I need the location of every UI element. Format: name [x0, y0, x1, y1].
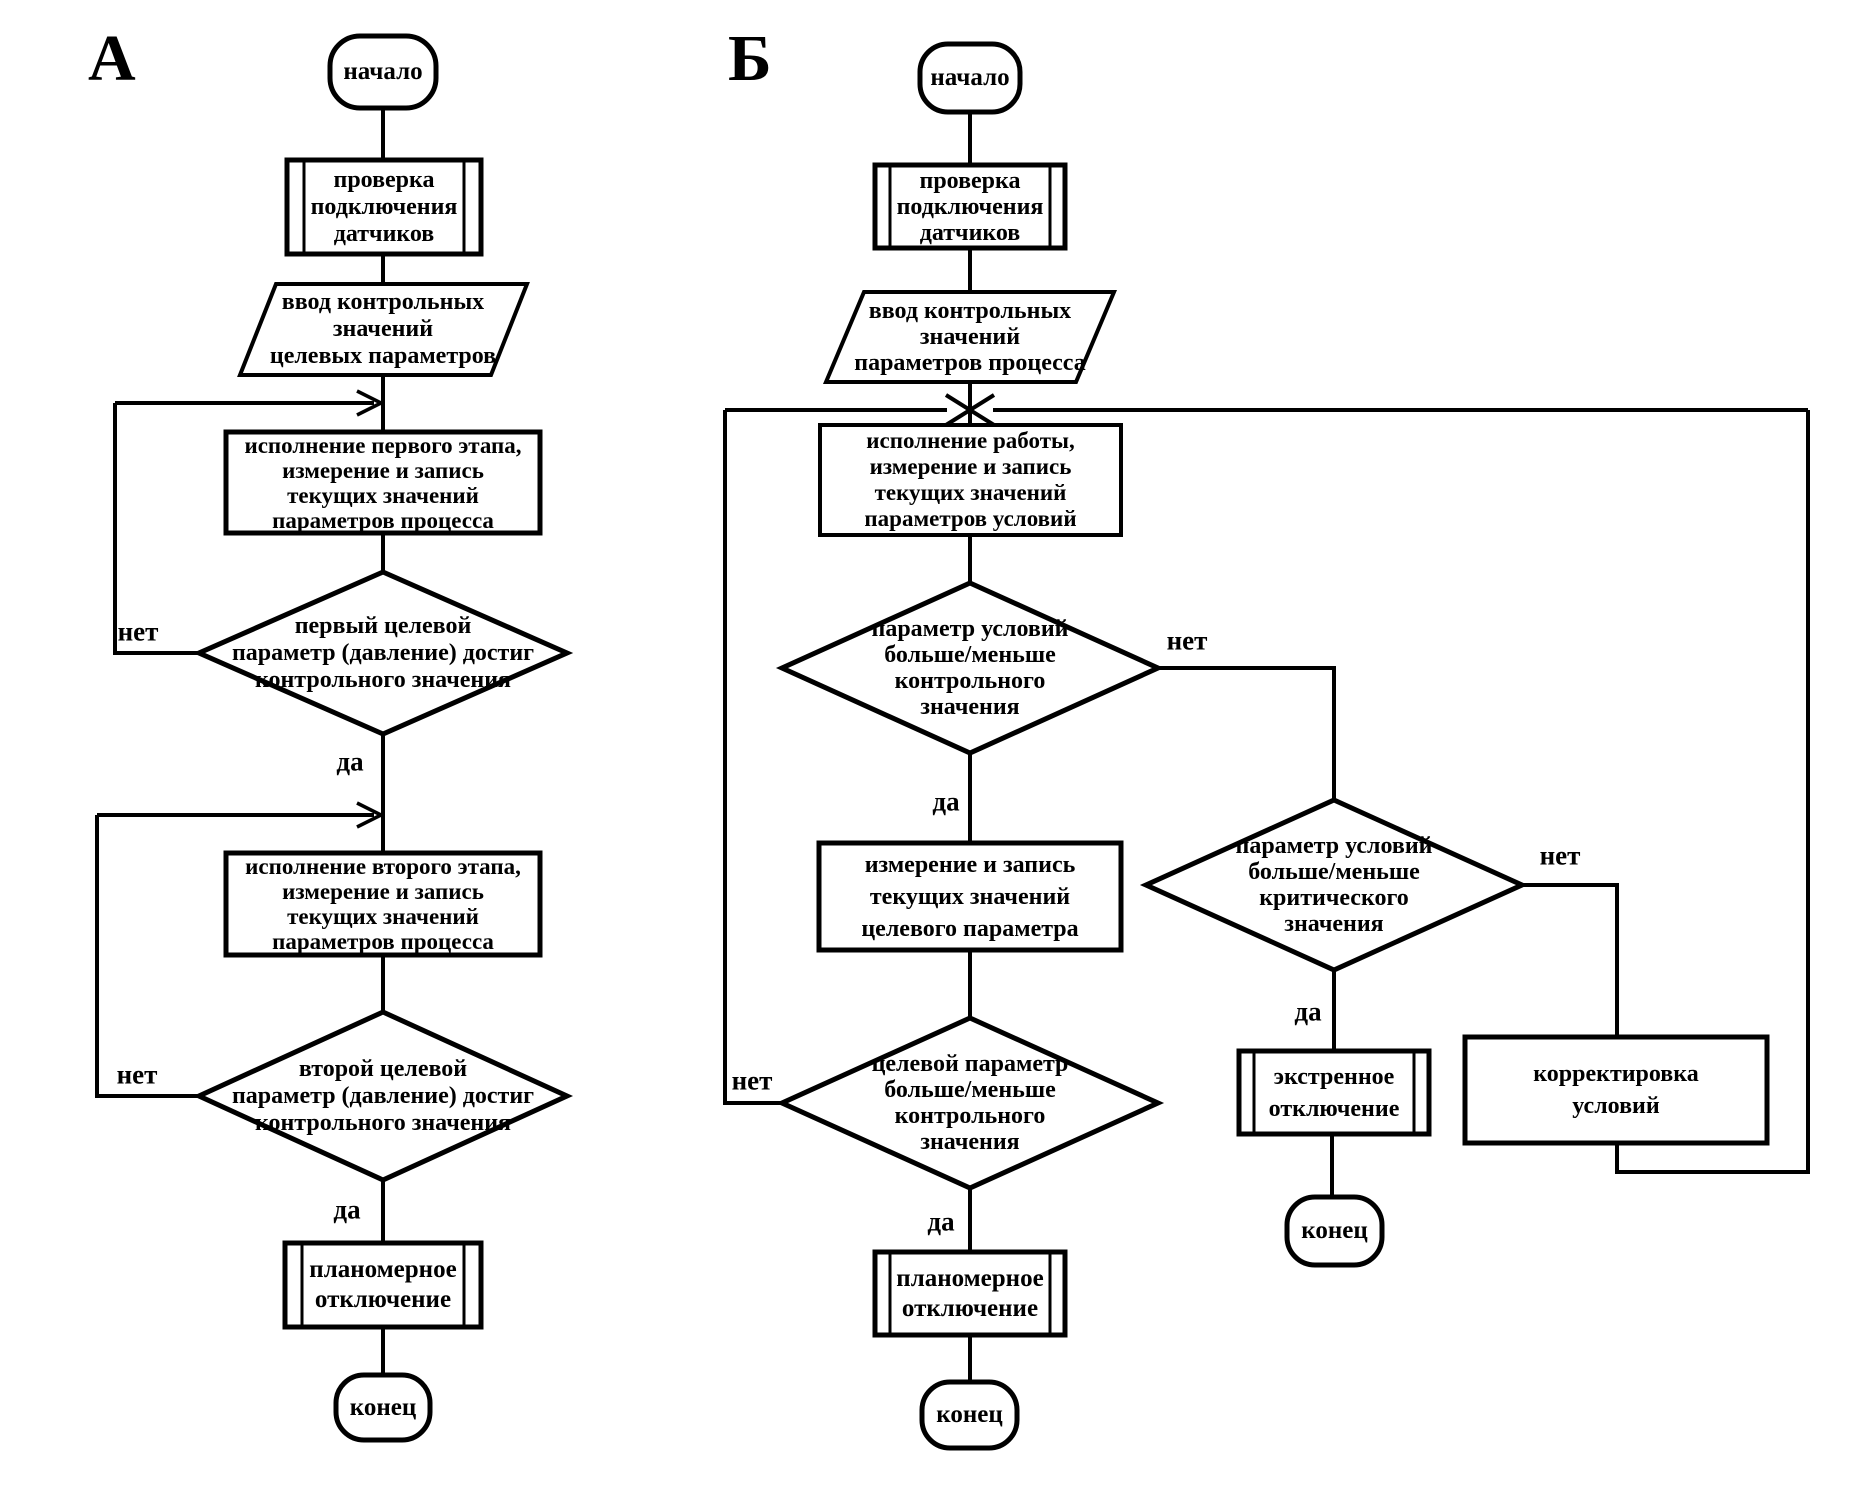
decision-control-b-shape: [775, 580, 1165, 756]
panel-a-letter: А: [88, 22, 136, 95]
io-input-values-a-shape: [237, 282, 530, 377]
connector-line: [723, 410, 782, 1105]
connector-line: [1158, 666, 1336, 800]
edge-no-label-b2: нет: [731, 1065, 773, 1096]
merge-junction-cross: [944, 393, 996, 427]
process-stage1-a-shape: [223, 429, 543, 536]
edge-no-label-b1: нет: [1166, 625, 1208, 656]
terminator-end-emergency-b-shape: [1284, 1194, 1385, 1268]
terminator-start-b-shape: [917, 41, 1023, 115]
process-adjust-b-shape: [1462, 1034, 1770, 1146]
predefined-shutdown-b-shape: [872, 1249, 1068, 1338]
predefined-bars-emergency-b: [1252, 1051, 1416, 1134]
process-work-b-shape: [818, 423, 1123, 537]
io-input-values-b-shape: [822, 290, 1118, 384]
terminator-end-a-shape: [333, 1372, 433, 1443]
connector-line: [1615, 410, 1810, 1174]
edge-yes-label-b2: да: [927, 1206, 955, 1237]
predefined-bars-b: [888, 165, 1052, 248]
connector-line: [113, 403, 199, 655]
edge-no-label-a1: нет: [117, 616, 159, 647]
arrowhead: [356, 801, 385, 829]
predefined-shutdown-a-shape: [282, 1240, 484, 1330]
connectors-b: [723, 112, 1810, 1382]
edge-yes-label-b3: да: [1294, 996, 1322, 1027]
decision2-a-shape: [192, 1009, 574, 1183]
predefined-bars-shutdown-b: [888, 1252, 1052, 1335]
edge-yes-label-a1: да: [336, 746, 364, 777]
edge-no-label-b3: нет: [1539, 840, 1581, 871]
decision-critical-b-shape: [1139, 797, 1529, 973]
process-stage2-a-shape: [223, 850, 543, 958]
predefined-check-sensors-a-shape: [284, 157, 484, 257]
predefined-emergency-b-shape: [1236, 1048, 1432, 1137]
decision1-a-shape: [192, 569, 574, 737]
predefined-check-sensors-b-shape: [872, 162, 1068, 251]
predefined-bars-a: [302, 160, 466, 254]
edge-no-label-a2: нет: [116, 1059, 158, 1090]
edge-yes-label-b1: да: [932, 786, 960, 817]
terminator-end-main-b-shape: [919, 1379, 1020, 1451]
connector-line: [1522, 883, 1619, 1037]
arrowhead: [356, 389, 385, 417]
predefined-bars-shutdown-a: [300, 1243, 466, 1327]
connectors-a: [95, 108, 385, 1375]
flowchart-a-shapes: [95, 33, 574, 1443]
terminator-start-a-shape: [327, 33, 439, 111]
decision-target-b-shape: [775, 1015, 1165, 1191]
flowchart-b-shapes: [723, 41, 1810, 1451]
panel-b-letter: Б: [728, 22, 772, 95]
connector-line: [95, 815, 199, 1098]
process-measure-target-b-shape: [816, 840, 1124, 953]
edge-yes-label-a2: да: [333, 1194, 361, 1225]
